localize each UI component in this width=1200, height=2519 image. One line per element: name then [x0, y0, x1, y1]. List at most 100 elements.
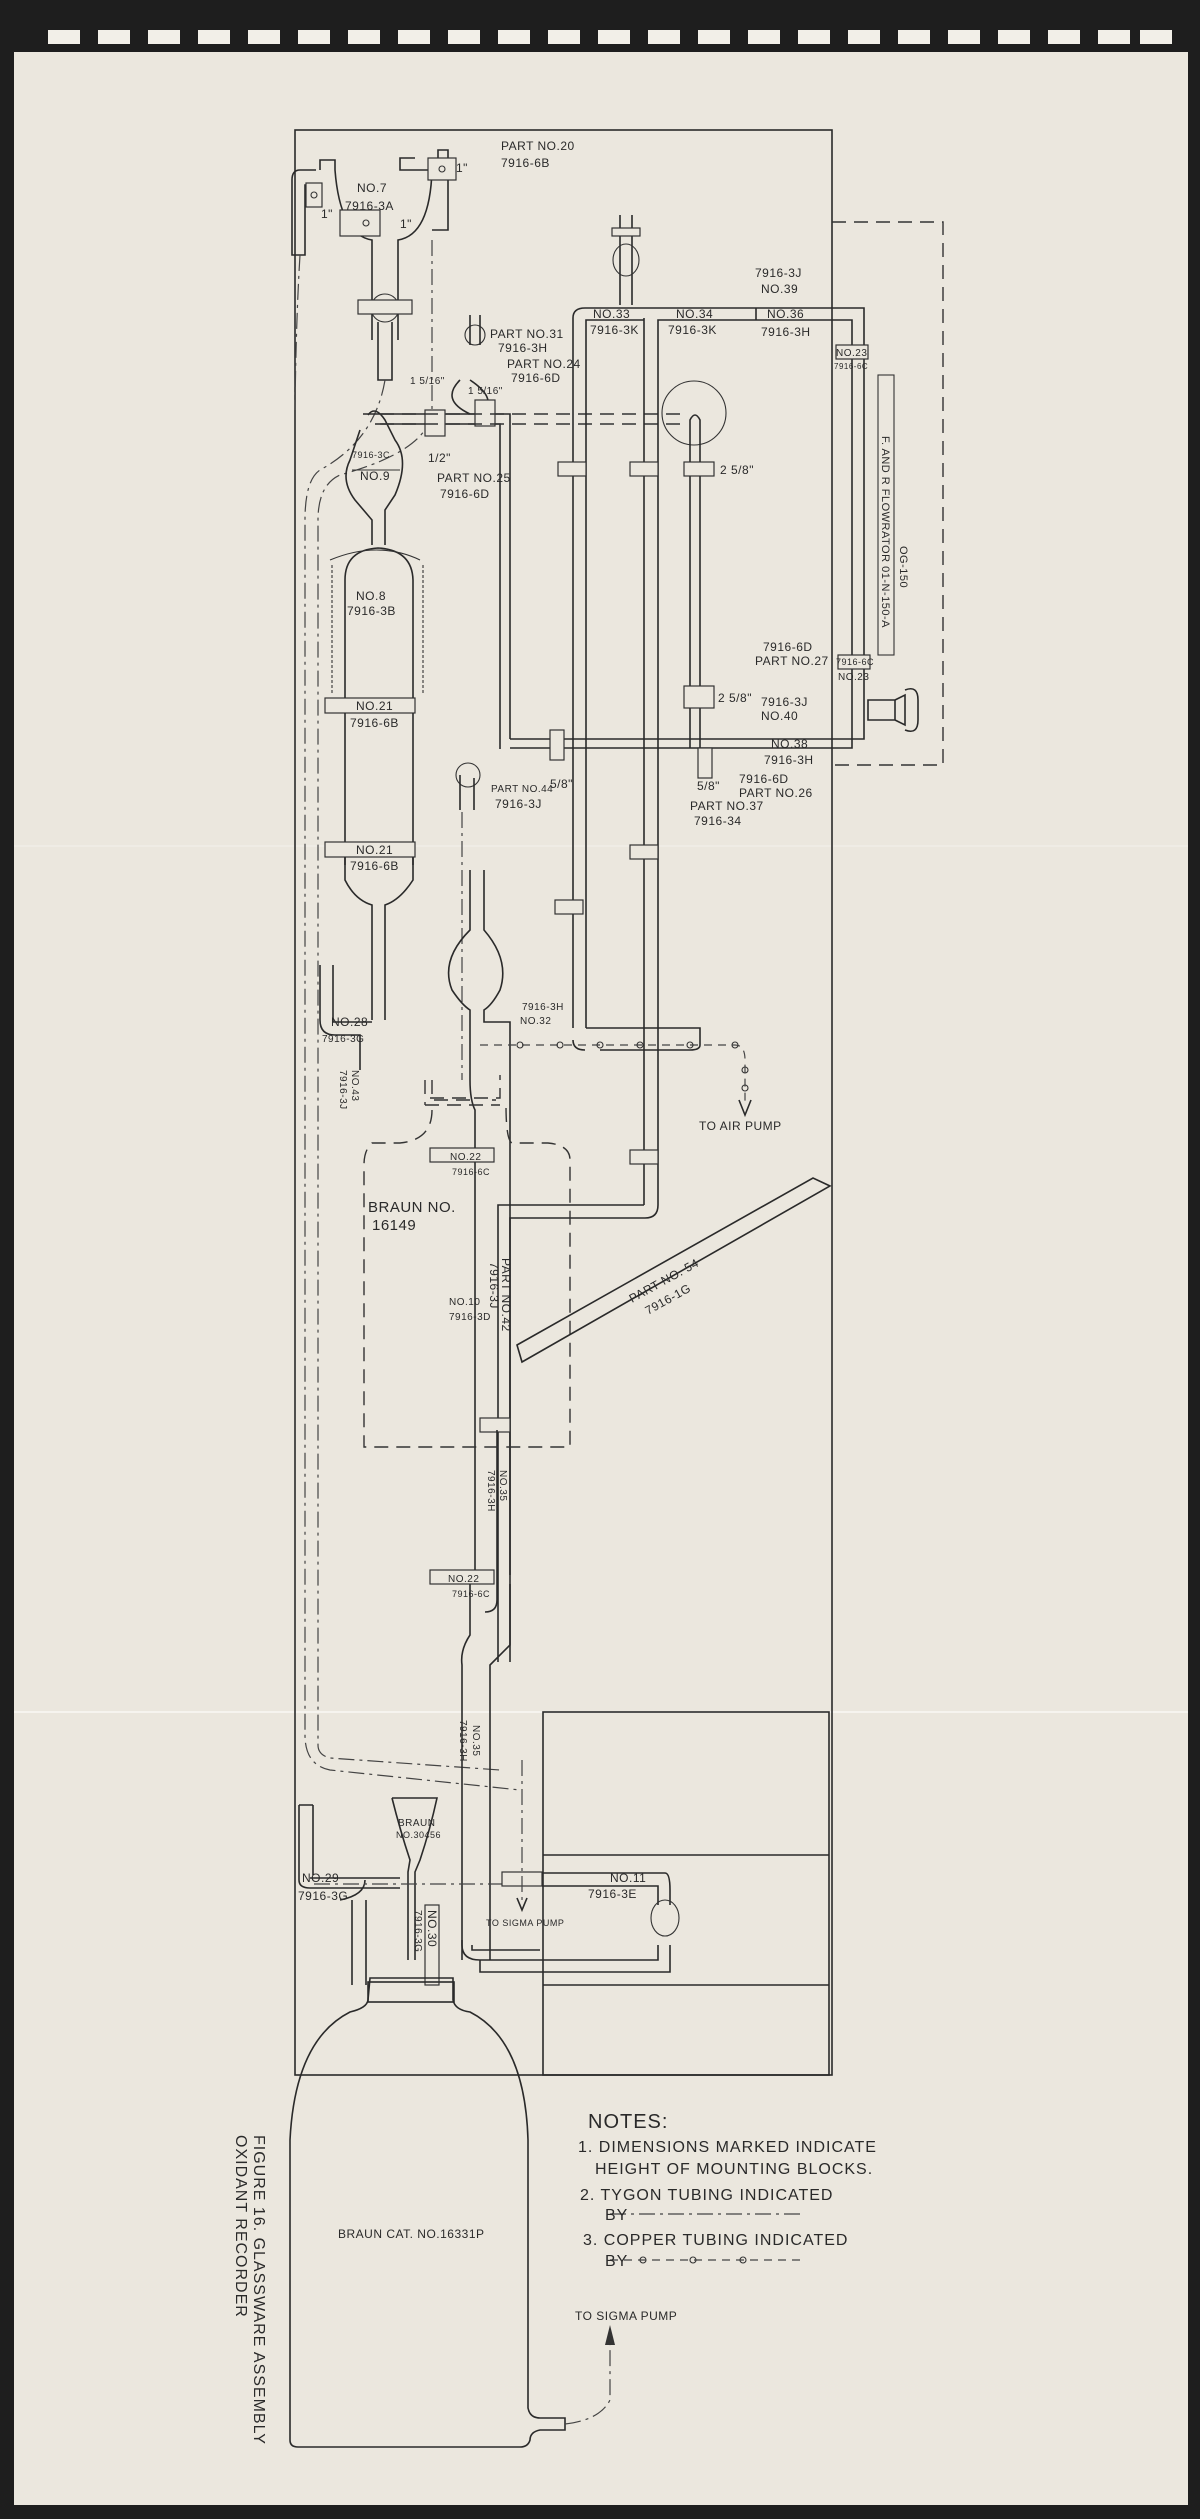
bottom-dark-strip	[0, 2505, 1200, 2519]
label: 7916-6B	[501, 156, 550, 170]
label: 7916-3E	[588, 1887, 637, 1901]
part-no9-bulb	[345, 410, 404, 545]
label: NO.43	[349, 1070, 360, 1101]
label: 7916-3K	[668, 323, 717, 337]
label: 7916-6D	[511, 371, 561, 385]
label: PART NO.31	[490, 327, 564, 341]
part-no44	[455, 762, 481, 1080]
label: 1"	[400, 217, 412, 231]
braun-16149-bottle-outline	[363, 1080, 571, 1448]
label: NO.34	[676, 307, 713, 321]
label: 7916-3C	[352, 450, 390, 460]
label: 7916-6D	[739, 772, 789, 786]
label: NO.32	[520, 1016, 551, 1027]
label: 7916-6D	[440, 487, 490, 501]
label: 7916-6B	[350, 716, 399, 730]
note-line: 3. COPPER TUBING INDICATED	[583, 2232, 848, 2249]
label: PART NO.37	[690, 799, 764, 813]
bottle-stopper	[367, 1981, 455, 2003]
label: NO.7	[357, 181, 387, 195]
central-column	[429, 870, 752, 1960]
label: NO.35	[470, 1725, 481, 1756]
label: TO SIGMA PUMP	[575, 2309, 677, 2323]
label: 7916-3J	[761, 695, 808, 709]
label: 7916-3D	[449, 1312, 491, 1323]
label: NO.21	[356, 843, 393, 857]
label: NO.30	[425, 1910, 439, 1947]
paper-sheet	[14, 20, 1188, 2505]
flowrator-housing-outline	[832, 221, 944, 766]
stopcock	[867, 687, 919, 733]
part-no8-scrubber-column	[324, 547, 424, 1020]
lower-assembly	[298, 1760, 680, 1986]
label: NO.23	[836, 348, 867, 359]
label: NO.29	[302, 1871, 339, 1885]
label: 5/8"	[550, 777, 573, 791]
label: BRAUN	[398, 1818, 436, 1829]
label: 7916-3J	[487, 1262, 501, 1309]
tygon-tube-left	[294, 254, 521, 1791]
label: 7916-6C	[836, 657, 874, 667]
label: NO.22	[450, 1152, 481, 1163]
note-line: 2. TYGON TUBING INDICATED	[580, 2187, 833, 2204]
label: NO.22	[448, 1574, 479, 1585]
label: PART NO.44	[491, 784, 553, 795]
label: 7916-6D	[763, 640, 813, 654]
part-no54-bar	[516, 1177, 832, 1364]
copper-legend-dot	[639, 2256, 647, 2264]
label: NO.21	[356, 699, 393, 713]
label: PART NO.26	[739, 786, 813, 800]
label: 7916-3A	[345, 199, 394, 213]
label: NO.10	[449, 1297, 480, 1308]
label: 7916-3J	[755, 266, 802, 280]
label: 7916-3B	[347, 604, 396, 618]
label: 1"	[456, 161, 468, 175]
label: 7916-3G	[412, 1910, 423, 1952]
label: NO.9	[360, 469, 390, 483]
label: 1 5/16"	[468, 386, 503, 397]
label: 1"	[321, 207, 333, 221]
label: 7916-3H	[761, 325, 811, 339]
label: 7916-3H	[457, 1720, 468, 1762]
lower-right-panel	[542, 1711, 830, 2076]
label: TO SIGMA PUMP	[486, 1918, 564, 1928]
part-no7-reservoir	[291, 149, 457, 381]
note-line: 1. DIMENSIONS MARKED INDICATE	[578, 2139, 877, 2156]
label: NO.38	[771, 737, 808, 751]
part-labels: PART NO.20 7916-6B 1" NO.7 7916-3A 1" 1"…	[298, 139, 909, 2323]
label: NO.28	[331, 1015, 368, 1029]
upper-manifold	[363, 315, 680, 749]
figure-caption-line1: FIGURE 16. GLASSWARE ASSEMBLY	[250, 2135, 267, 2445]
copper-legend-dot	[689, 2256, 697, 2264]
label: PART NO.20	[501, 139, 575, 153]
label: 7916-3H	[498, 341, 548, 355]
figure-caption-line2: OXIDANT RECORDER	[232, 2135, 249, 2318]
braun-16331p-bottle	[289, 1977, 566, 2448]
top-binding-strip	[0, 0, 1200, 52]
label: 16149	[372, 1217, 416, 1234]
label: NO.36	[767, 307, 804, 321]
paper-top	[14, 52, 1188, 58]
label: NO.23	[838, 672, 869, 683]
label: PART NO.25	[437, 471, 511, 485]
label: NO.40	[761, 709, 798, 723]
label: NO.39	[761, 282, 798, 296]
label: PART NO.42	[499, 1258, 513, 1332]
label: 7916-3G	[298, 1889, 348, 1903]
label: 7916-3G	[322, 1034, 364, 1045]
copper-legend-dot	[739, 2256, 747, 2264]
sigma-pump-line	[564, 2340, 611, 2425]
label: NO.33	[593, 307, 630, 321]
note-line: HEIGHT OF MOUNTING BLOCKS.	[595, 2161, 873, 2178]
up-arrow-icon	[605, 2325, 615, 2345]
tygon-tube-left-2	[317, 240, 501, 1771]
flowrator-tube	[877, 374, 895, 656]
label: 7916-3J	[337, 1070, 348, 1110]
label: 7916-3K	[590, 323, 639, 337]
label: 7916-3J	[495, 797, 542, 811]
label: 1/2"	[428, 451, 451, 465]
label: OG-150	[897, 546, 909, 588]
label: PART NO.24	[507, 357, 581, 371]
label: NO.11	[610, 1871, 646, 1885]
notes-heading: NOTES:	[588, 2111, 668, 2133]
